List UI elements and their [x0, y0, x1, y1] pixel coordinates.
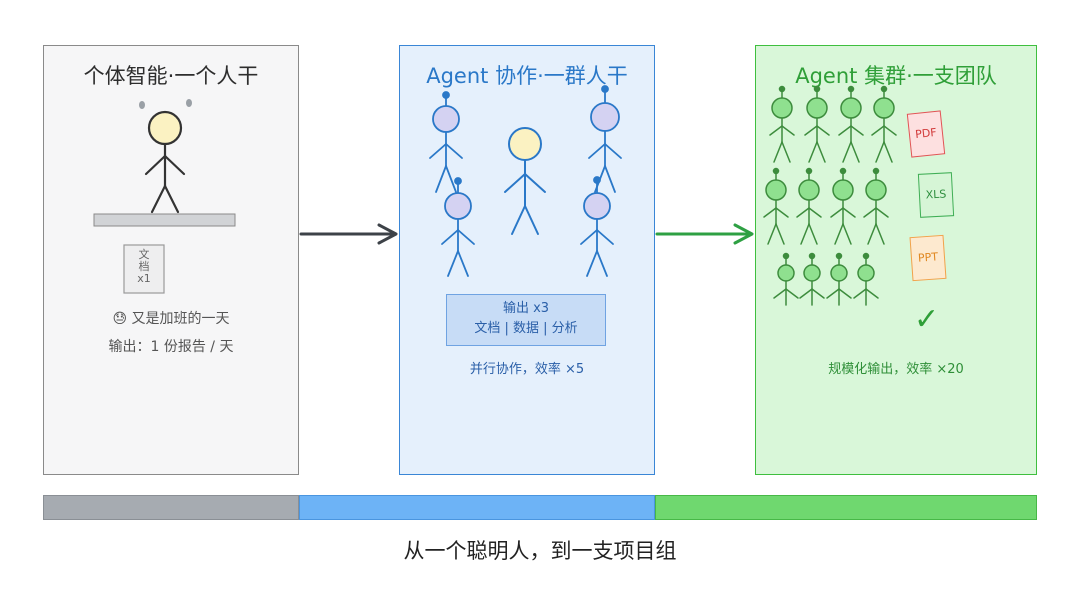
agent-figure-icon [769, 85, 795, 163]
agent-figure-icon [773, 252, 799, 306]
agent-figure-icon [830, 167, 856, 245]
output-text: 输出：1 份报告 / 天 [108, 339, 234, 355]
check-icon: ✓ [914, 302, 940, 337]
agent-figure-icon [441, 177, 475, 277]
agent-figure-icon [588, 85, 622, 193]
agent-figure-icon [863, 167, 889, 245]
document-label-top: 文 [138, 248, 150, 261]
document-count: x1 [137, 272, 151, 285]
lead-figure-icon [504, 127, 546, 235]
agent-figure-icon [826, 252, 852, 306]
sweat-drop-icon [139, 101, 145, 109]
document-label: 文 档 x1 [124, 249, 164, 285]
caption: 从一个聪明人，到一支项目组 [403, 539, 677, 563]
xls-file-icon: XLS [917, 172, 955, 218]
ppt-file-icon: PPT [909, 234, 947, 282]
agent-figure-icon [799, 252, 825, 306]
team-illustration [429, 85, 622, 277]
panel-cluster: Agent 集群·一支团队 PDF XLS PPT ✓ 规模化输出，效率 ×20 [755, 45, 1037, 475]
sweat-face-icon: 😓 [112, 311, 128, 327]
sweat-drop-icon [186, 99, 192, 107]
arrow-right-icon [655, 223, 754, 245]
desk [93, 213, 236, 227]
stage-bar-collaboration [299, 495, 655, 520]
pdf-file-icon: PDF [906, 110, 946, 158]
agent-figure-icon [871, 85, 897, 163]
agent-figure-icon [804, 85, 830, 163]
agent-figure-icon [796, 167, 822, 245]
panel-individual: 个体智能·一个人干 文 档 x1 😓 又是加班的一天 输出：1 份报告 / 天 [43, 45, 299, 475]
panel-title: Agent 集群·一支团队 [795, 64, 997, 88]
output-types: 文档 | 数据 | 分析 [474, 321, 578, 336]
mood-line: 😓 又是加班的一天 [44, 308, 298, 328]
person-desk-illustration [93, 99, 236, 294]
agent-figure-icon [580, 176, 614, 277]
efficiency-text: 并行协作，效率 ×5 [469, 362, 585, 377]
document-icon [123, 244, 165, 294]
stage-bar-individual [43, 495, 299, 520]
output-box: 输出 x3 文档 | 数据 | 分析 [446, 294, 606, 346]
panel-title: 个体智能·一个人干 [83, 64, 259, 88]
stick-figure-icon [144, 110, 186, 214]
arrow-right-icon [299, 223, 398, 245]
document-label-mid: 档 [138, 260, 150, 273]
stage-bar-cluster [655, 495, 1037, 520]
agent-figure-icon [838, 85, 864, 163]
panel-title: Agent 协作·一群人干 [426, 64, 628, 88]
agent-figure-icon [853, 252, 879, 306]
output-count: 输出 x3 [502, 301, 550, 316]
agent-cluster-illustration [763, 85, 897, 306]
efficiency-text: 规模化输出，效率 ×20 [828, 362, 964, 377]
agent-figure-icon [763, 167, 789, 245]
panel-collaboration: Agent 协作·一群人干 [399, 45, 655, 475]
mood-text: 又是加班的一天 [131, 311, 230, 327]
agent-figure-icon [429, 91, 463, 193]
